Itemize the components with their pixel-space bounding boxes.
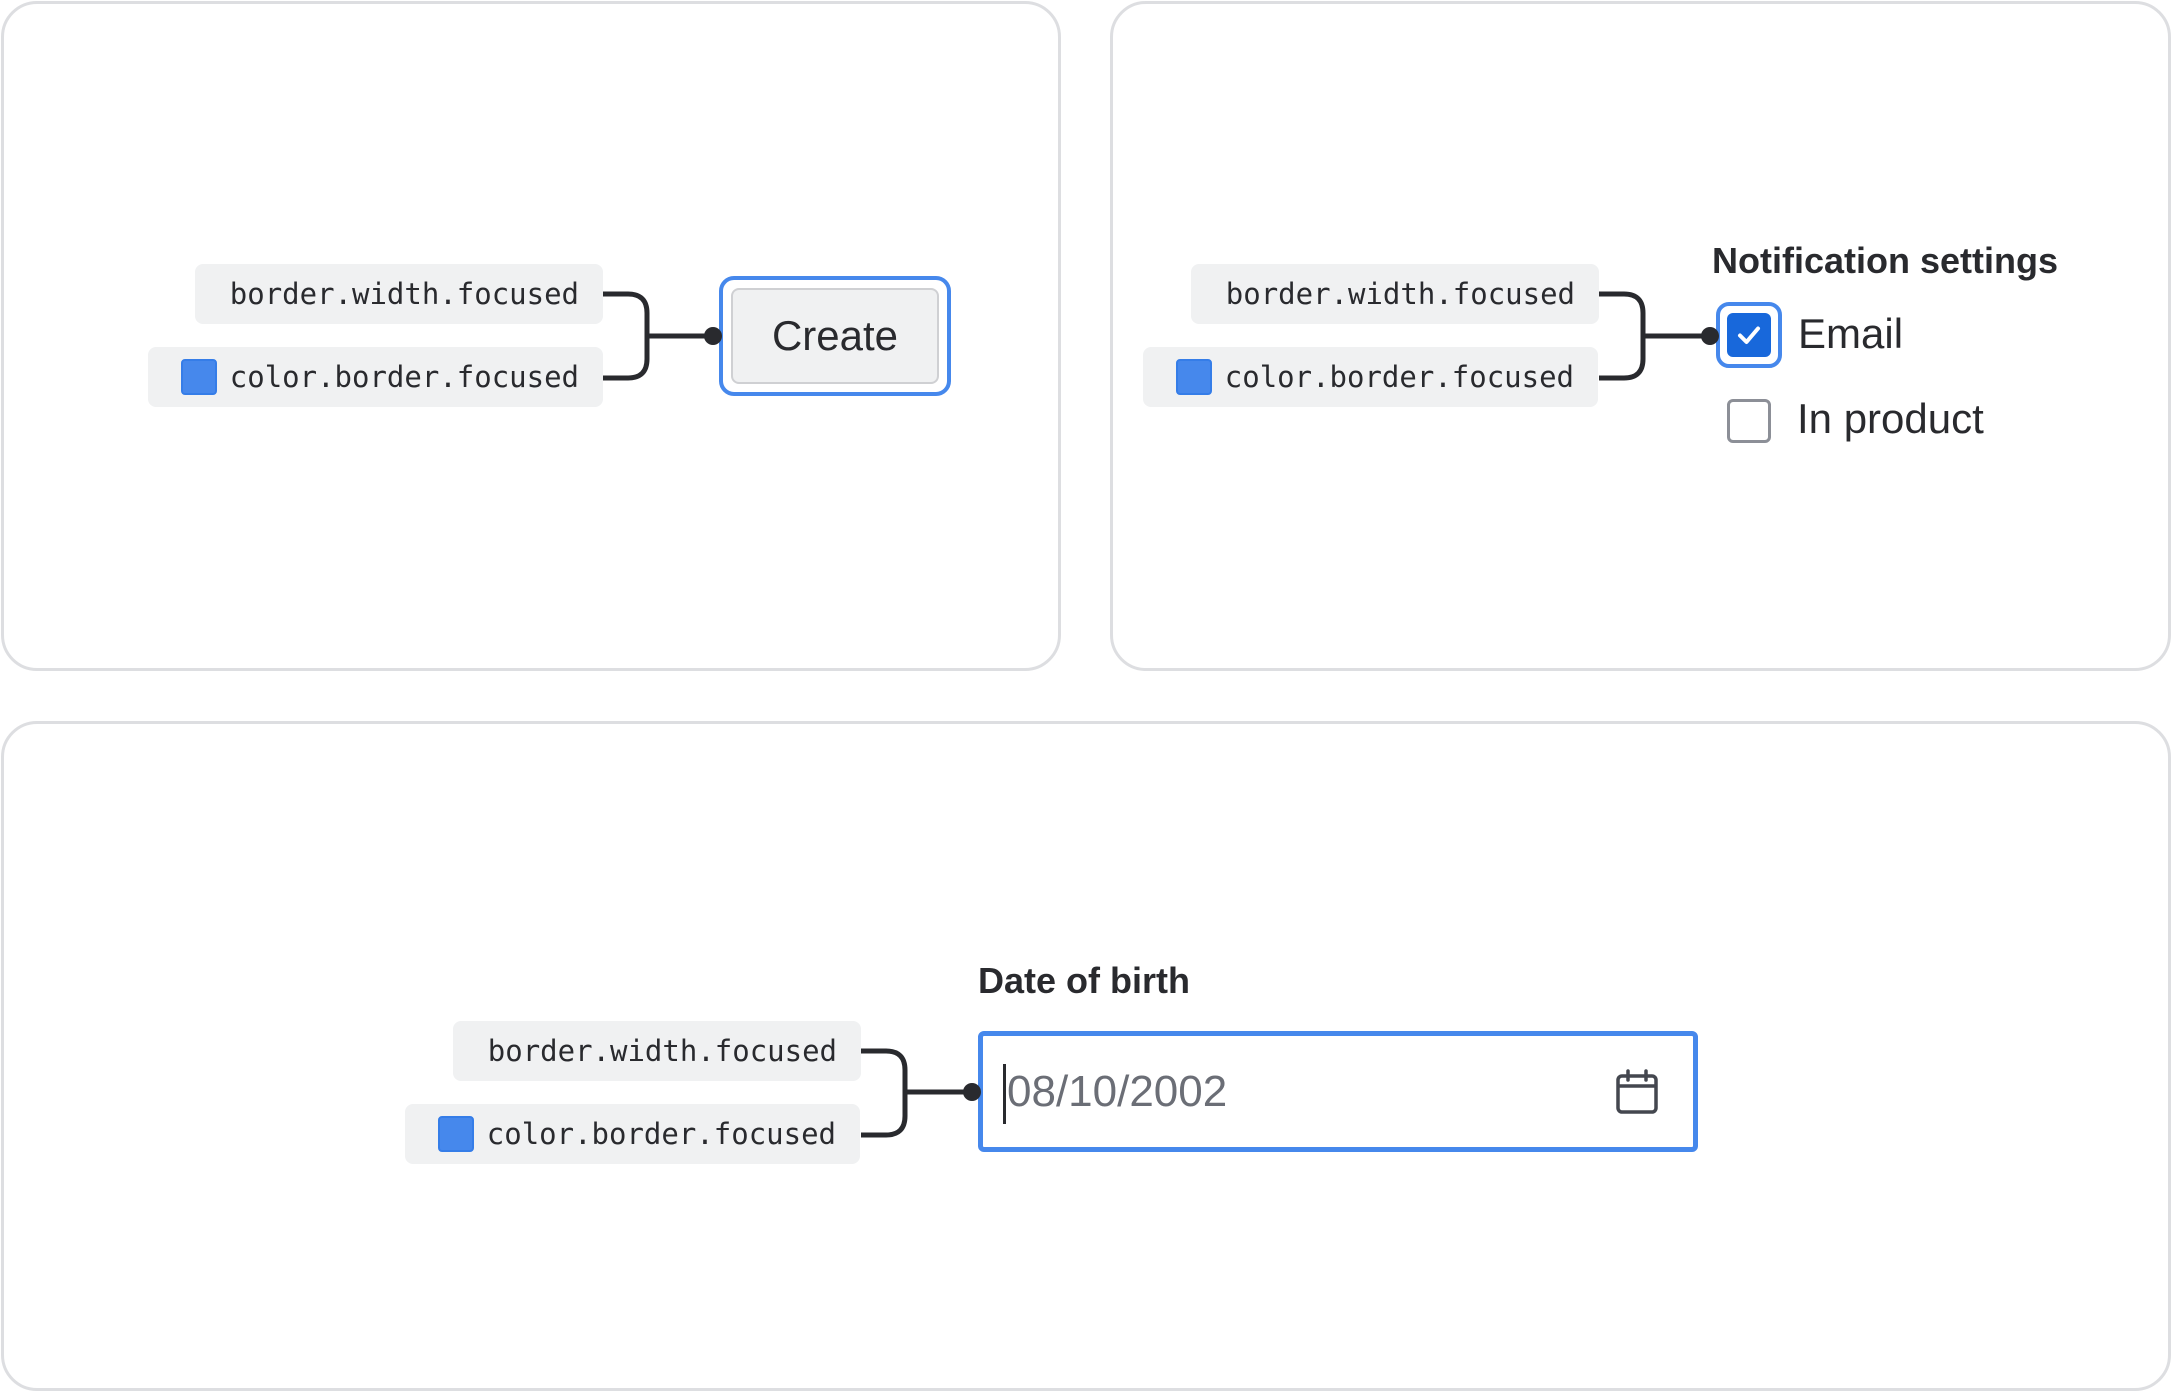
create-button[interactable]: Create — [731, 288, 939, 384]
email-checkbox-focus-ring — [1716, 302, 1782, 368]
email-checkbox[interactable] — [1727, 313, 1771, 357]
notification-settings-title: Notification settings — [1712, 240, 2059, 281]
token-label: border.width.focused — [229, 277, 579, 311]
token-label: border.width.focused — [1225, 277, 1575, 311]
date-value[interactable]: 08/10/2002 — [1007, 1067, 1228, 1116]
checkmark-icon — [1738, 326, 1760, 344]
checkbox-focus-card — [1110, 1, 2171, 671]
create-button-focus-ring: Create — [719, 276, 951, 396]
text-caret — [1003, 1064, 1006, 1124]
token-label: border.width.focused — [487, 1034, 837, 1068]
color-swatch — [437, 1116, 474, 1152]
date-of-birth-label: Date of birth — [978, 960, 1190, 1001]
date-of-birth-input[interactable]: 08/10/2002 — [978, 1031, 1698, 1152]
token-border-color: color.border.focused — [1143, 347, 1598, 407]
token-label: color.border.focused — [1224, 360, 1574, 394]
email-option-label[interactable]: Email — [1798, 310, 1904, 357]
calendar-icon[interactable] — [1615, 1069, 1659, 1115]
color-swatch — [1175, 359, 1212, 395]
token-label: color.border.focused — [229, 360, 579, 394]
token-border-color: color.border.focused — [405, 1104, 860, 1164]
token-border-width: border.width.focused — [1191, 264, 1599, 324]
token-border-width: border.width.focused — [453, 1021, 861, 1081]
token-label: color.border.focused — [486, 1117, 836, 1151]
in-product-option-label[interactable]: In product — [1797, 395, 1984, 442]
color-swatch — [180, 359, 217, 395]
in-product-checkbox[interactable] — [1727, 399, 1771, 443]
token-border-color: color.border.focused — [148, 347, 603, 407]
token-border-width: border.width.focused — [195, 264, 603, 324]
